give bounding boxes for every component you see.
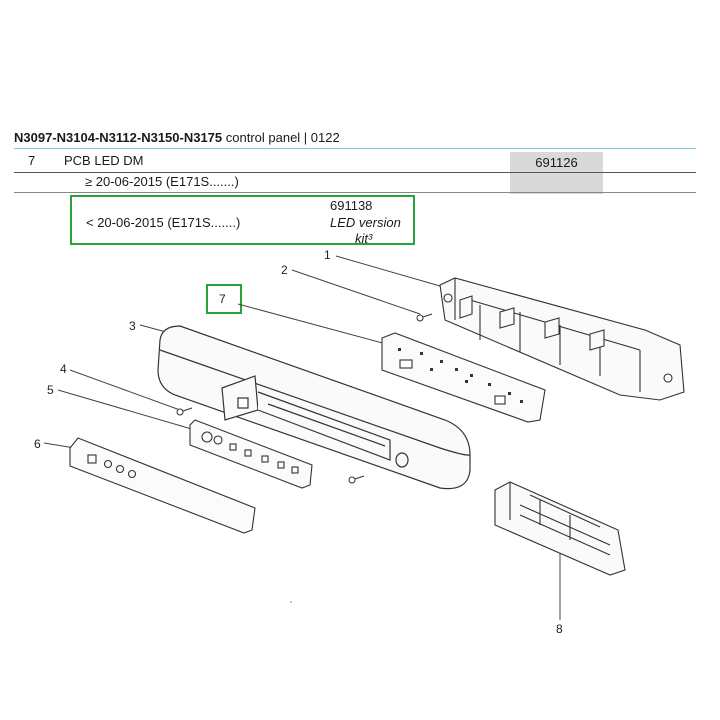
date-condition-new: ≥ 20-06-2015 (E171S.......) [85, 174, 239, 189]
leader-6 [43, 442, 76, 449]
callout-6: 6 [34, 437, 41, 451]
leader-5 [57, 389, 196, 431]
old-note-line2: kit³ [355, 231, 373, 246]
callout-7-highlight [206, 284, 242, 314]
part-5-button-board [189, 419, 313, 489]
old-note-line1: LED version [330, 215, 401, 230]
callout-8: 8 [556, 622, 563, 636]
callout-7: 7 [219, 292, 226, 306]
part-number: 691126 [535, 155, 578, 170]
part-1-rear-bracket [439, 277, 685, 401]
part-7-pcb [381, 332, 546, 423]
callout-5: 5 [47, 383, 54, 397]
callout-2: 2 [281, 263, 288, 277]
leader-1 [335, 255, 441, 287]
date-condition-old: < 20-06-2015 (E171S.......) [86, 215, 241, 230]
row-description: PCB LED DM [64, 153, 144, 168]
part-6-decal [69, 437, 256, 534]
center-mark [290, 601, 292, 603]
part-4-screw [176, 407, 365, 484]
model-numbers: N3097-N3104-N3112-N3150-N3175 [14, 130, 223, 145]
leader-4 [69, 369, 181, 411]
part-2-screw [416, 313, 433, 322]
leader-7 [237, 303, 391, 346]
title-suffix: control panel | 0122 [222, 130, 340, 145]
part-8-side-housing [494, 481, 626, 576]
old-version-highlight: < 20-06-2015 (E171S.......) 691138 LED v… [70, 195, 415, 246]
row-number: 7 [28, 153, 36, 168]
leader-2 [291, 269, 421, 315]
part-3-panel-housing [157, 325, 471, 490]
callout-4: 4 [60, 362, 67, 376]
part-number-cell [510, 152, 603, 194]
old-part-number: 691138 [330, 198, 373, 213]
callout-3: 3 [129, 319, 136, 333]
table-subrow: ≥ 20-06-2015 (E171S.......) [14, 172, 696, 193]
document-header: N3097-N3104-N3112-N3150-N3175 control pa… [14, 128, 696, 149]
callout-1: 1 [324, 248, 331, 262]
table-row: 7 PCB LED DM [14, 150, 696, 173]
document-title: N3097-N3104-N3112-N3150-N3175 control pa… [14, 130, 340, 145]
